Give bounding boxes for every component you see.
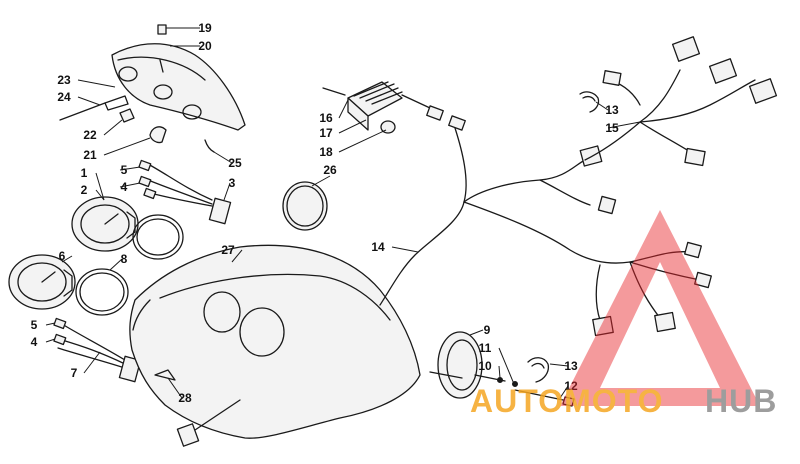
- instrument-console: [129, 244, 421, 439]
- callout-15: 15: [605, 121, 619, 135]
- lower-light-unit: [429, 331, 575, 407]
- callout-9: 9: [484, 323, 491, 337]
- callout-25: 25: [228, 156, 242, 170]
- watermark-triangle: [560, 210, 760, 406]
- callout-7: 7: [71, 366, 78, 380]
- callout-26: 26: [323, 163, 337, 177]
- callout-5: 5: [121, 163, 128, 177]
- leader-lines: [45, 27, 641, 399]
- callout-10: 10: [478, 359, 492, 373]
- gauge-lower-bezel-ring: [75, 268, 129, 316]
- callout-23: 23: [57, 73, 71, 87]
- callout-4: 4: [121, 180, 128, 194]
- headlight-screw: [59, 95, 129, 121]
- callout-13: 13: [564, 359, 578, 373]
- callout-18: 18: [319, 145, 333, 159]
- callout-28: 28: [178, 391, 192, 405]
- callout-14: 14: [371, 240, 385, 254]
- callout-4: 4: [31, 335, 38, 349]
- callout-20: 20: [198, 39, 212, 53]
- callout-22: 22: [83, 128, 97, 142]
- bezel-ring-26: [282, 181, 328, 231]
- callout-8: 8: [121, 252, 128, 266]
- gauge-upper-bezel-ring: [132, 214, 184, 260]
- bulb-boot: [149, 126, 167, 144]
- gauge-lower: [8, 254, 76, 310]
- gauge-upper-harness: [138, 159, 232, 225]
- callout-21: 21: [83, 148, 97, 162]
- callout-16: 16: [319, 111, 333, 125]
- console-lead: [176, 399, 241, 447]
- gauge-upper: [71, 196, 139, 252]
- callout-24: 24: [57, 90, 71, 104]
- callout-3: 3: [229, 176, 236, 190]
- callout-1: 1: [81, 166, 88, 180]
- callout-11: 11: [479, 341, 492, 355]
- callout-12: 12: [564, 379, 578, 393]
- watermark-logo: AUTOMOTO HUB: [470, 210, 777, 419]
- gauge-lower-harness: [53, 317, 142, 383]
- callout-19: 19: [198, 21, 212, 35]
- callout-5: 5: [31, 318, 38, 332]
- pod-wire-lead: [204, 139, 215, 153]
- callout-17: 17: [319, 126, 333, 140]
- callout-27: 27: [221, 243, 235, 257]
- callout-2: 2: [81, 183, 88, 197]
- watermark-brand-b: HUB: [705, 383, 777, 419]
- callout-6: 6: [59, 249, 66, 263]
- retaining-clip-lower: [527, 357, 550, 383]
- voltage-regulator: [322, 81, 444, 134]
- watermark-brand-a: AUTOMOTO: [470, 383, 663, 419]
- retaining-clip-upper: [579, 91, 600, 113]
- main-wiring-harness: [379, 36, 778, 337]
- callout-13: 13: [605, 103, 619, 117]
- bulb-socket: [119, 108, 135, 123]
